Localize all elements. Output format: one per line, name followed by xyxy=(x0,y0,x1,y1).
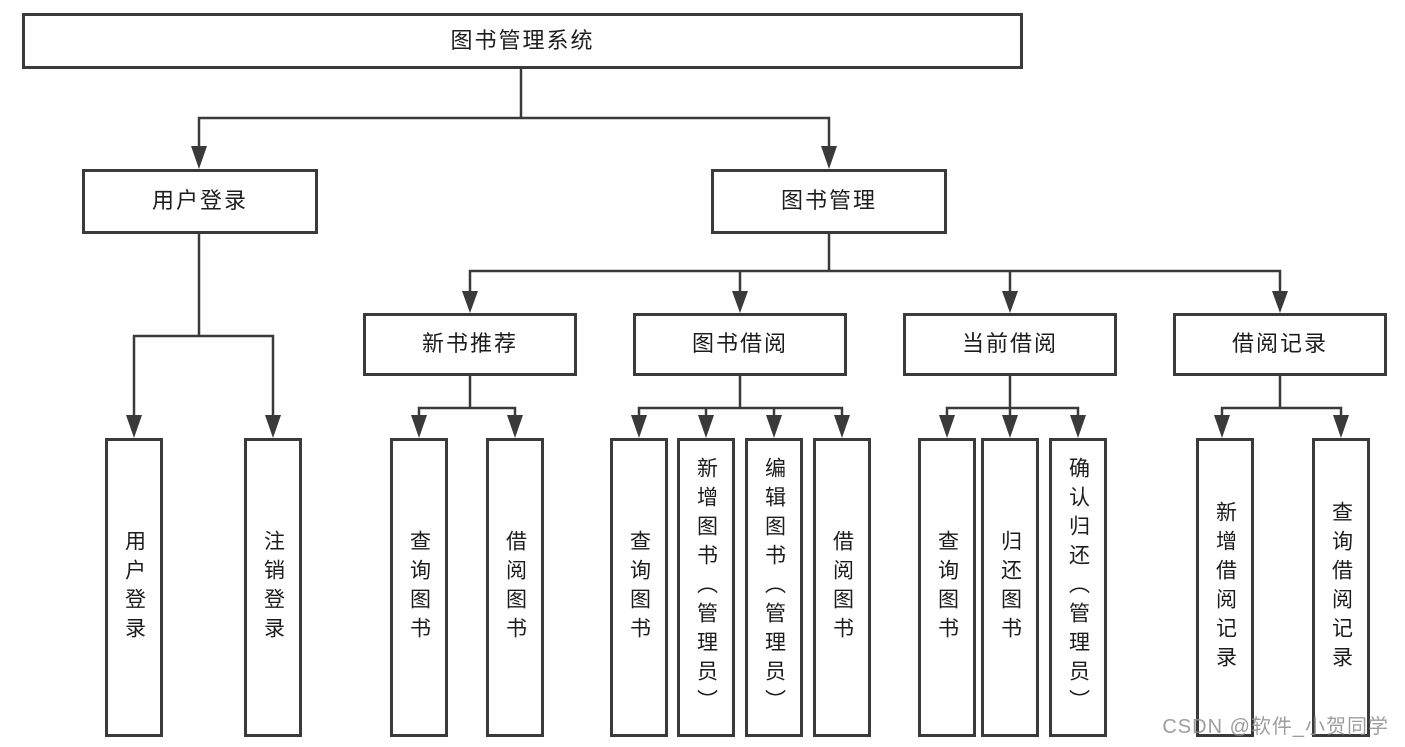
arrow-down-icon xyxy=(507,415,523,438)
arrowheads xyxy=(126,146,1349,438)
arrow-down-icon xyxy=(698,415,714,438)
connector-current-borrow xyxy=(945,374,1080,418)
node-leaf-edit-books-admin: 编辑图书（管理员） xyxy=(745,438,803,737)
node-leaf-borrow-books: 借阅图书 xyxy=(813,438,871,737)
node-current-borrow: 当前借阅 xyxy=(903,313,1117,376)
node-leaf-user-login: 用户登录 xyxy=(105,438,163,737)
node-leaf-query-books-current: 查询图书 xyxy=(918,438,976,737)
connector-user-login xyxy=(132,232,275,418)
node-user-login: 用户登录 xyxy=(82,169,318,234)
node-leaf-add-borrow-record: 新增借阅记录 xyxy=(1196,438,1254,737)
arrow-down-icon xyxy=(411,415,427,438)
arrow-down-icon xyxy=(462,291,478,313)
connector-book-borrow xyxy=(637,374,844,418)
node-leaf-query-borrow-record: 查询借阅记录 xyxy=(1312,438,1370,737)
arrow-down-icon xyxy=(126,415,142,438)
arrow-down-icon xyxy=(191,146,207,169)
node-leaf-confirm-return-admin: 确认归还（管理员） xyxy=(1049,438,1107,737)
arrow-down-icon xyxy=(1333,415,1349,438)
node-leaf-borrow-books-recommend: 借阅图书 xyxy=(486,438,544,737)
node-leaf-query-books-recommend: 查询图书 xyxy=(390,438,448,737)
connector-root xyxy=(197,67,831,149)
node-book-management: 图书管理 xyxy=(711,169,947,234)
arrow-down-icon xyxy=(631,415,647,438)
arrow-down-icon xyxy=(1002,291,1018,313)
node-leaf-return-books: 归还图书 xyxy=(981,438,1039,737)
node-new-book-recommend: 新书推荐 xyxy=(363,313,577,376)
connector-new-book-recommend xyxy=(417,374,517,418)
node-library-system: 图书管理系统 xyxy=(22,13,1023,69)
node-borrow-records: 借阅记录 xyxy=(1173,313,1387,376)
node-leaf-query-books-borrow: 查询图书 xyxy=(610,438,668,737)
arrow-down-icon xyxy=(1070,415,1086,438)
connector-borrow-records xyxy=(1220,374,1343,418)
arrow-down-icon xyxy=(834,415,850,438)
arrow-down-icon xyxy=(1272,291,1288,313)
connector-book-management xyxy=(468,232,1282,294)
arrow-down-icon xyxy=(265,415,281,438)
arrow-down-icon xyxy=(1214,415,1230,438)
node-book-borrow: 图书借阅 xyxy=(633,313,847,376)
arrow-down-icon xyxy=(766,415,782,438)
arrow-down-icon xyxy=(1002,415,1018,438)
arrow-down-icon xyxy=(821,146,837,169)
node-leaf-logout: 注销登录 xyxy=(244,438,302,737)
arrow-down-icon xyxy=(732,291,748,313)
node-leaf-add-books-admin: 新增图书（管理员） xyxy=(677,438,735,737)
watermark: CSDN @软件_小贺同学 xyxy=(1162,716,1389,738)
arrow-down-icon xyxy=(939,415,955,438)
